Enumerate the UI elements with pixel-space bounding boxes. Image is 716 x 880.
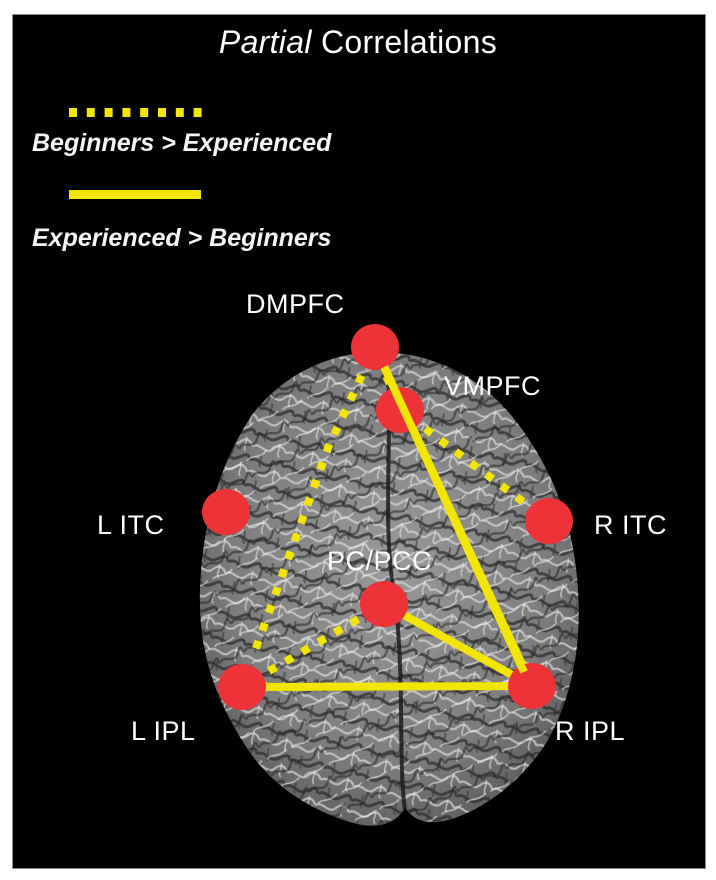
edge-dmpfc-l-ipl-dot: [346, 391, 358, 402]
edge-vmpfc-r-itc-dot: [453, 448, 465, 460]
edge-dmpfc-l-ipl-dot: [330, 425, 342, 437]
legend-dot: [104, 108, 113, 117]
legend-dot: [140, 108, 149, 117]
edge-dmpfc-l-ipl-dot: [258, 621, 269, 633]
edge-dmpfc-l-ipl-dot: [322, 442, 334, 454]
edge-dmpfc-r-ipl-overlay: [380, 365, 528, 674]
edge-dmpfc-l-ipl-dot: [297, 514, 308, 525]
legend-solid-sample: [69, 190, 201, 199]
edge-l-ipl-r-ipl-line: [241, 682, 533, 691]
legend-dot: [193, 108, 202, 117]
edge-dmpfc-l-ipl: [252, 373, 366, 650]
edge-dmpfc-l-ipl-dot: [252, 639, 263, 650]
edge-dmpfc-l-ipl-dot: [264, 603, 276, 615]
edge-vmpfc-r-itc-dot: [499, 482, 511, 494]
edge-l-ipl-pc-pcc-dot: [332, 625, 344, 637]
node-label-r-itc: R ITC: [594, 510, 667, 540]
legend-dotted-sample: [69, 108, 202, 117]
edge-dmpfc-l-ipl-dot: [303, 496, 314, 507]
node-l-itc: [202, 489, 250, 535]
edge-vmpfc-r-itc-dot: [438, 437, 450, 449]
figure-title: Partial Correlations: [0, 24, 716, 61]
edge-l-ipl-pc-pcc-dot: [316, 634, 328, 646]
edge-pc-pcc-r-ipl-line: [382, 600, 534, 690]
node-label-vmpfc: VMPFC: [444, 371, 541, 401]
node-r-itc: [525, 498, 573, 544]
edge-dmpfc-l-ipl-dot: [309, 478, 321, 489]
node-label-r-ipl: R IPL: [555, 716, 626, 746]
edge-vmpfc-r-itc-dot: [483, 471, 495, 483]
legend-label-dotted: Beginners > Experienced: [32, 129, 332, 157]
legend-label-solid: Experienced > Beginners: [32, 224, 332, 252]
title-italic: Partial: [218, 24, 312, 60]
node-label-l-itc: L ITC: [97, 510, 165, 540]
edge-vmpfc-r-itc-dot: [422, 425, 435, 437]
edge-l-ipl-pc-pcc-dot: [349, 615, 361, 627]
nodes-layer: [202, 324, 573, 710]
edge-dmpfc-l-ipl-dot: [271, 585, 282, 597]
node-label-l-ipl: L IPL: [131, 716, 196, 746]
edge-dmpfc-l-ipl-dot: [316, 460, 327, 472]
edge-l-ipl-pc-pcc-dot: [283, 654, 295, 665]
node-label-pc-pcc: PC/PCC: [327, 546, 433, 576]
legend-dot: [175, 108, 184, 117]
legend-dot: [86, 108, 95, 117]
node-l-ipl: [218, 664, 266, 710]
legend-dot: [158, 108, 166, 117]
edge-l-ipl-pc-pcc: [267, 615, 361, 675]
title-rest: Correlations: [320, 24, 498, 60]
edge-dmpfc-l-ipl-dot: [338, 408, 350, 419]
legend-dot: [69, 108, 77, 117]
edge-dmpfc-l-ipl-dot: [354, 373, 366, 385]
node-dmpfc: [351, 324, 399, 370]
edge-pc-pcc-r-ipl: [382, 600, 534, 690]
node-r-ipl: [508, 663, 556, 709]
legend-dot: [122, 108, 131, 117]
edge-vmpfc-r-itc-dot: [468, 459, 480, 471]
edge-dmpfc-l-ipl-dot: [284, 550, 295, 561]
edge-vmpfc-r-itc-dot: [514, 493, 526, 505]
edge-l-ipl-pc-pcc-dot: [267, 663, 279, 675]
node-pc-pcc: [360, 581, 408, 627]
edge-l-ipl-pc-pcc-dot: [300, 644, 311, 656]
edge-dmpfc-l-ipl-dot: [290, 532, 301, 543]
node-label-dmpfc: DMPFC: [246, 289, 345, 319]
edge-dmpfc-l-ipl-dot: [277, 568, 289, 579]
edge-l-ipl-r-ipl: [241, 682, 533, 691]
edge-vmpfc-r-itc: [422, 425, 526, 505]
